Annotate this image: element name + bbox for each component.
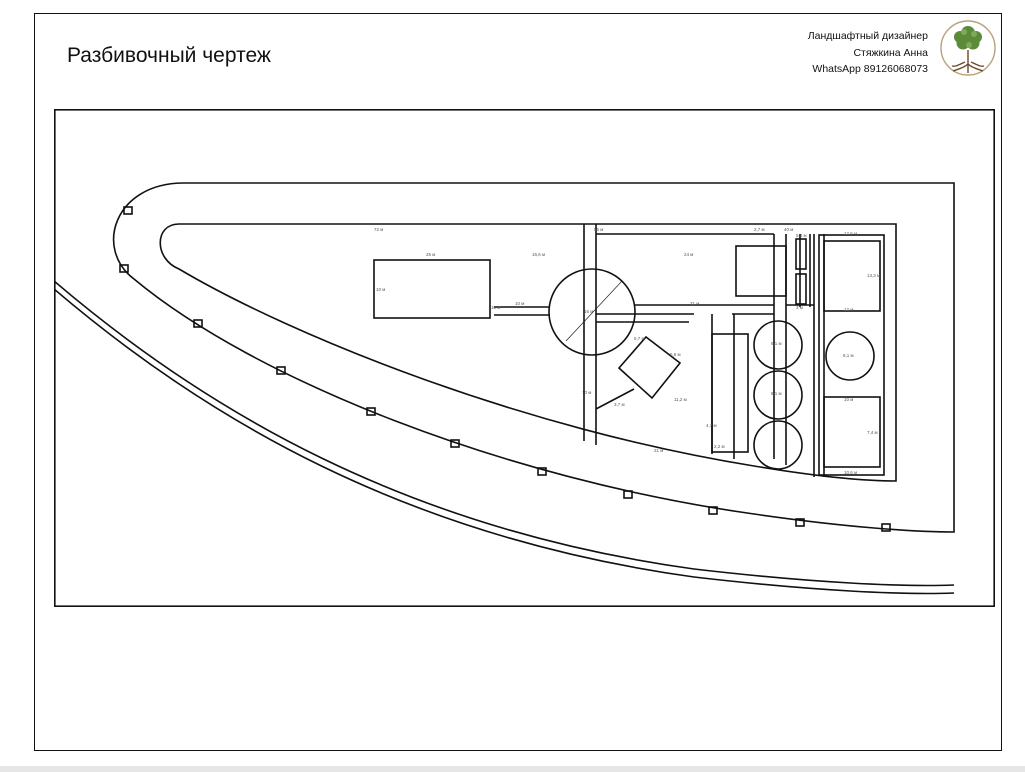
dim-diamond-side-2: 5,6 м (670, 352, 681, 357)
road-edge-outer-2 (54, 288, 955, 595)
plot-outline (112, 182, 955, 533)
dim-diamond-side-1: 5,7 м (634, 336, 645, 341)
circle-bed-1 (753, 320, 803, 370)
small-strip-2 (795, 273, 807, 305)
dim-circle-small-1: 8,1 м (771, 341, 782, 346)
dim-right-circle: 8,1 м (843, 353, 854, 358)
tree-logo-icon (940, 20, 996, 76)
designer-info: Ландшафтный дизайнер Стяжкина Анна Whats… (728, 28, 928, 78)
dim-path-center-right: 31 м (690, 301, 699, 306)
right-top-bed (823, 240, 881, 312)
circle-bed-2 (753, 370, 803, 420)
dim-top-right-2: 40 м (784, 227, 793, 232)
dim-top-edge: 72 м (374, 227, 383, 232)
designer-name: Стяжкина Анна (853, 46, 928, 59)
dim-bottom-tall-rect-h: 4,7 м (706, 423, 717, 428)
dim-path-to-rect: 10 м (515, 301, 524, 306)
right-column-frame (818, 234, 885, 476)
designer-contact: WhatsApp 89126068073 (812, 63, 928, 75)
plan-border (54, 109, 995, 607)
dim-square-gap: 2,7 м (754, 227, 765, 232)
dim-right-rect-side-2: 7,4 м (867, 430, 878, 435)
right-bottom-bed (823, 396, 881, 468)
small-strip-1 (795, 238, 807, 270)
dim-small-right-1: 5,4 м (796, 233, 807, 238)
dim-right-bottom-width-2: 12,6 м (844, 231, 857, 236)
dim-right-rect-side-1: 13,3 м (867, 273, 880, 278)
dim-rect-right: 16,6 м (532, 252, 545, 257)
dim-upper-right-span: 24 м (684, 252, 693, 257)
dim-right-bottom-width: 10,6 м (844, 470, 857, 475)
dim-top-right-1: 55 м (594, 227, 603, 232)
central-circle (548, 268, 636, 356)
layout-plan: 72 м 55 м 40 м 25 м 16,6 м 10 м 10 м 16 … (54, 109, 995, 607)
drawing-frame (34, 13, 1002, 751)
dim-left-vertical: 10 м (582, 390, 591, 395)
left-bed-rect (373, 259, 491, 319)
road-edge-outer (54, 280, 955, 587)
right-circle-bed (825, 331, 875, 381)
dim-right-top-rect: 12 м (844, 307, 853, 312)
upper-square-bed (735, 245, 787, 297)
dim-diamond-side-3: 3,7 м (614, 402, 625, 407)
zone-dividers (494, 224, 825, 477)
dim-right-bottom-rect: 10 м (844, 397, 853, 402)
circle-bed-3 (753, 420, 803, 470)
diamond-bed (617, 335, 682, 400)
dim-circle-diameter: 16 м (584, 309, 593, 314)
dim-bottom-left-diag: 21 м (654, 448, 663, 453)
dim-rect-top: 25 м (426, 252, 435, 257)
designer-role: Ландшафтный дизайнер (807, 30, 928, 42)
tall-bed-rect (711, 333, 749, 453)
dim-circle-small-2: 8,1 м (771, 391, 782, 396)
dim-bottom-span: 11,2 м (674, 397, 687, 402)
page-title: Разбивочный чертеж (67, 44, 271, 67)
dim-rect-side: 10 м (376, 287, 385, 292)
dim-bottom-tall-rect: 2,2 м (714, 444, 725, 449)
dim-rect-bottom-right: 10 м (491, 305, 500, 310)
footer-strip (0, 766, 1025, 772)
curb-markers (119, 206, 891, 532)
dim-small-right-2: 3 м (796, 305, 803, 310)
